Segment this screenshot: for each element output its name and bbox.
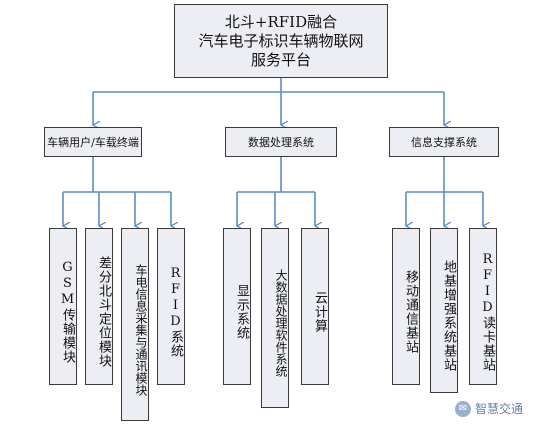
leaf-node-display: 显示系统 bbox=[223, 228, 251, 385]
leaf-node-ground-station: 地基增强系统基站 bbox=[430, 228, 458, 393]
leaf-node-cloud: 云计算 bbox=[301, 228, 329, 385]
leaf-node-gsm: GSM传输模块 bbox=[49, 228, 77, 385]
watermark: ✉ 智慧交通 bbox=[455, 400, 523, 417]
watermark-text: 智慧交通 bbox=[475, 402, 524, 416]
leaf-node-mobile-station: 移动通信基站 bbox=[392, 228, 420, 385]
leaf-label: RFID读卡基站 bbox=[480, 251, 495, 372]
leaf-label: 云计算 bbox=[312, 290, 327, 333]
root-line-1: 北斗+RFID融合 bbox=[224, 12, 338, 31]
branch-label: 信息支撑系统 bbox=[411, 136, 477, 149]
leaf-label: 地基增强系统基站 bbox=[441, 259, 456, 372]
leaf-label: 大数据处理软件系统 bbox=[274, 269, 288, 377]
leaf-label: RFID系统 bbox=[168, 265, 183, 358]
leaf-node-vehicle-info: 车电信息采集与通讯模块 bbox=[121, 228, 149, 421]
leaf-label: 移动通信基站 bbox=[403, 269, 418, 354]
leaf-label: 显示系统 bbox=[234, 283, 249, 340]
leaf-label: GSM传输模块 bbox=[60, 259, 75, 364]
leaf-node-beidou: 差分北斗定位模块 bbox=[85, 228, 113, 385]
root-node: 北斗+RFID融合 汽车电子标识车辆物联网 服务平台 bbox=[174, 4, 388, 78]
wechat-icon: ✉ bbox=[455, 400, 471, 417]
branch-label: 车辆用户/车载终端 bbox=[47, 136, 139, 149]
branch-label: 数据处理系统 bbox=[248, 136, 314, 149]
branch-node-support: 信息支撑系统 bbox=[389, 127, 499, 157]
leaf-node-rfid-reader: RFID读卡基站 bbox=[469, 228, 497, 385]
leaf-node-bigdata: 大数据处理软件系统 bbox=[261, 228, 289, 408]
branch-node-data: 数据处理系统 bbox=[225, 127, 337, 157]
leaf-label: 车电信息采集与通讯模块 bbox=[134, 263, 148, 396]
branch-node-vehicle: 车辆用户/车载终端 bbox=[44, 127, 142, 157]
leaf-label: 差分北斗定位模块 bbox=[96, 255, 111, 368]
root-line-3: 服务平台 bbox=[250, 50, 311, 69]
root-line-2: 汽车电子标识车辆物联网 bbox=[198, 31, 364, 50]
leaf-node-rfid-system: RFID系统 bbox=[157, 228, 185, 385]
